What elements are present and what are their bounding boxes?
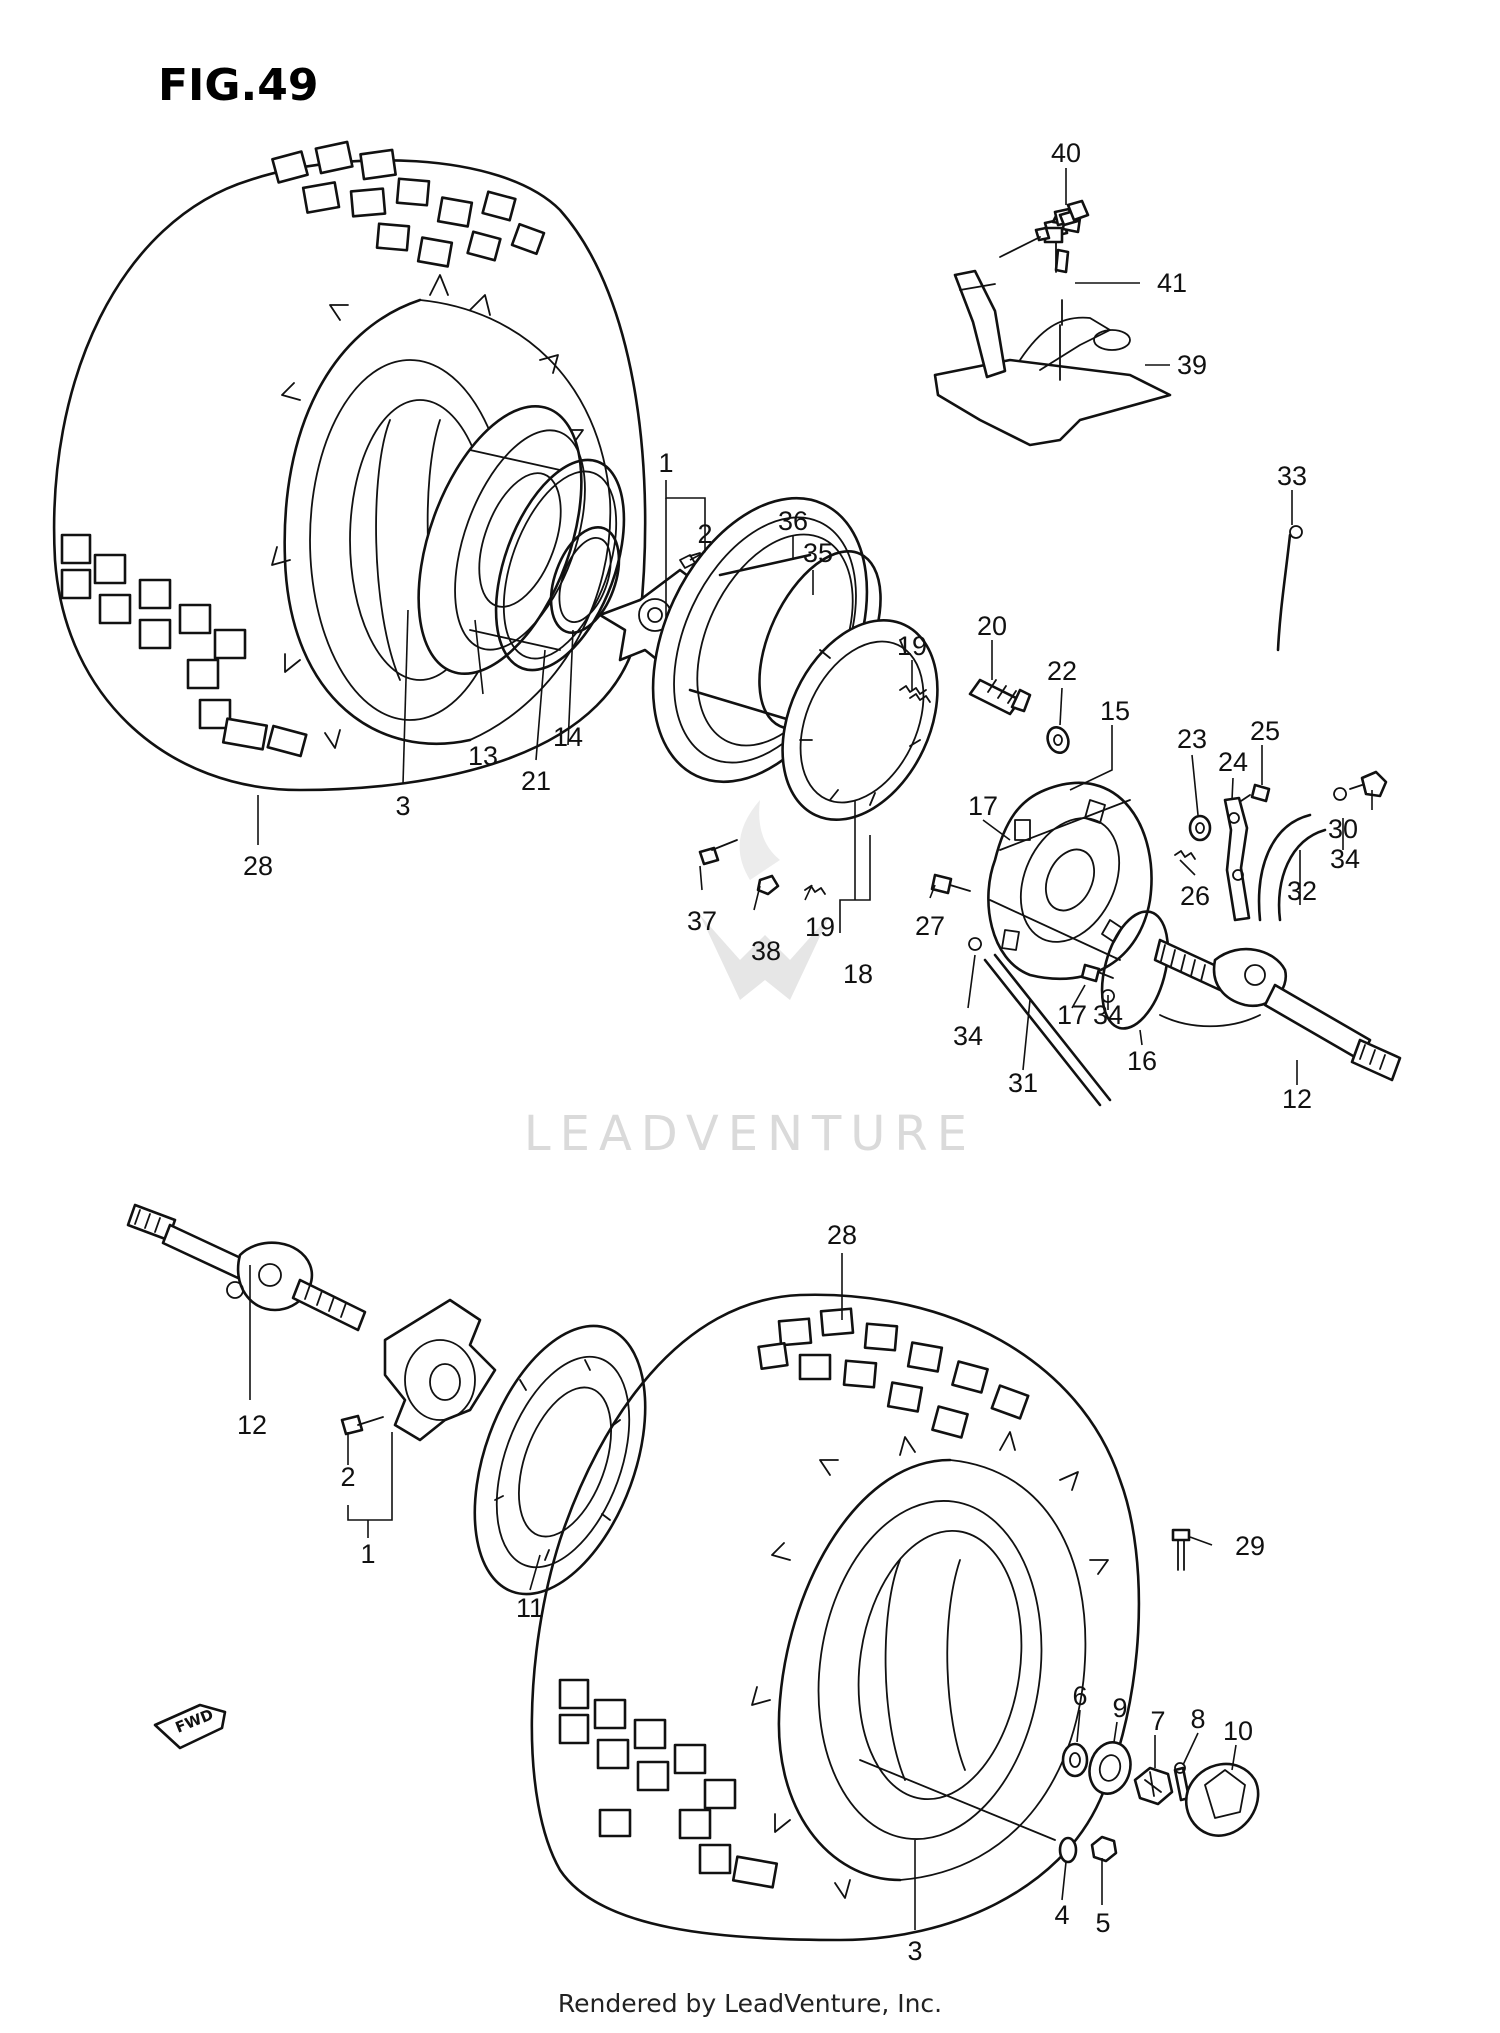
callout-3-bottom: 3	[907, 1936, 922, 1966]
callout-1-top: 1	[658, 448, 673, 478]
callout-1-bottom: 1	[360, 1539, 375, 1569]
rear-tire-bottom	[530, 1293, 1141, 1942]
hub-hardware-bottom	[1058, 1528, 1260, 1864]
callout-40: 40	[1051, 138, 1081, 168]
callout-10: 10	[1223, 1716, 1253, 1746]
callout-12-bottom: 12	[237, 1410, 267, 1440]
callout-16: 16	[1127, 1046, 1157, 1076]
tread-blocks-side	[60, 533, 308, 758]
callout-13: 13	[468, 741, 498, 771]
callout-19-top: 19	[897, 631, 927, 661]
callout-15: 15	[1100, 696, 1130, 726]
callout-27: 27	[915, 911, 945, 941]
tread-blocks-bottom-side	[558, 1678, 779, 1889]
callout-37: 37	[687, 906, 717, 936]
footer-credit: Rendered by LeadVenture, Inc.	[558, 1989, 942, 2018]
callout-31: 31	[1008, 1068, 1038, 1098]
cable-33	[1276, 533, 1292, 652]
callout-34-middle: 34	[1093, 1000, 1123, 1030]
callout-18: 18	[843, 959, 873, 989]
watermark-text: LEADVENTURE	[524, 1106, 976, 1162]
callout-41: 41	[1157, 268, 1187, 298]
callout-28-top: 28	[243, 851, 273, 881]
callout-36: 36	[778, 506, 808, 536]
callout-11: 11	[516, 1593, 544, 1623]
callout-25: 25	[1250, 716, 1280, 746]
hub-assembly-top	[417, 404, 1402, 1107]
callout-14: 14	[553, 722, 583, 752]
callout-22: 22	[1047, 656, 1077, 686]
callout-39: 39	[1177, 350, 1207, 380]
backing-plate-11	[473, 1324, 647, 1596]
callout-20: 20	[977, 611, 1007, 641]
callout-19-bottom: 19	[805, 912, 835, 942]
callout-8: 8	[1190, 1704, 1205, 1734]
callout-17-top: 17	[968, 791, 998, 821]
callout-34-left: 34	[953, 1021, 983, 1051]
callout-4: 4	[1054, 1900, 1069, 1930]
callout-12-top: 12	[1282, 1084, 1312, 1114]
callout-23: 23	[1177, 724, 1207, 754]
axle-bottom	[126, 1203, 367, 1332]
leader-lines	[249, 168, 1373, 1930]
callout-9: 9	[1112, 1693, 1127, 1723]
callout-2-top: 2	[697, 519, 712, 549]
bracket-assembly	[933, 199, 1172, 447]
callout-30: 30	[1328, 814, 1358, 844]
callout-2-bottom: 2	[340, 1462, 355, 1492]
callout-7: 7	[1150, 1706, 1165, 1736]
tread-blocks-bottom-top	[757, 1307, 1030, 1439]
callout-26: 26	[1180, 881, 1210, 911]
screw-37	[698, 846, 720, 866]
watermark: LEADVENTURE	[524, 800, 976, 1162]
callout-3-top: 3	[395, 791, 410, 821]
callout-17-bottom: 17	[1057, 1000, 1087, 1030]
callout-24: 24	[1218, 747, 1248, 777]
callout-5: 5	[1095, 1908, 1110, 1938]
callout-6: 6	[1072, 1681, 1087, 1711]
callout-32: 32	[1287, 876, 1317, 906]
callout-28-bottom: 28	[827, 1220, 857, 1250]
tread-blocks-top	[271, 140, 546, 268]
hub-flange-bottom	[340, 1298, 497, 1442]
callout-21: 21	[521, 766, 551, 796]
rear-tire-top	[52, 140, 647, 792]
figure-title: FIG.49	[158, 60, 319, 111]
callout-numbers: 40 41 39 33 1 2 36 35 19 20 22 15 23 25 …	[237, 138, 1360, 1966]
fwd-arrow: FWD	[153, 1703, 227, 1750]
callout-29: 29	[1235, 1531, 1265, 1561]
callout-33: 33	[1277, 461, 1307, 491]
callout-34-right: 34	[1330, 844, 1360, 874]
nut-38	[756, 874, 780, 896]
callout-38: 38	[751, 936, 781, 966]
screw-37-shank	[711, 839, 738, 851]
cable-33-end	[1289, 525, 1303, 539]
callout-35: 35	[803, 538, 833, 568]
